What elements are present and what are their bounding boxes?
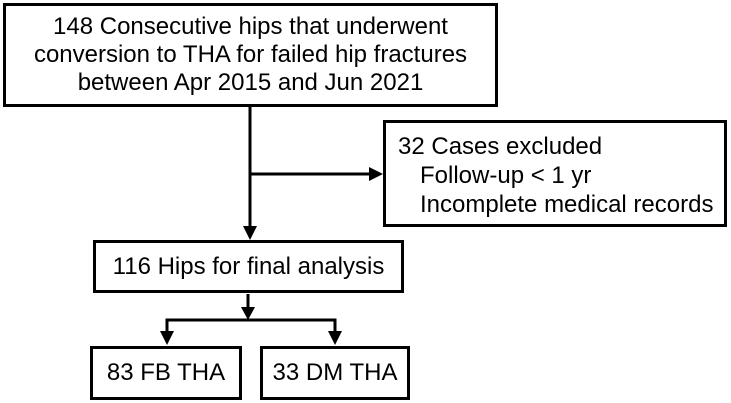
initial-cohort-line: 148 Consecutive hips that underwent [53,13,448,40]
initial-cohort-line: between Apr 2015 and Jun 2021 [77,69,424,96]
node-cases-excluded: 32 Cases excluded Follow-up < 1 yr Incom… [383,120,727,227]
arrow-final-to-split [241,294,255,320]
initial-cohort-line: conversion to THA for failed hip fractur… [33,41,468,68]
node-dm-tha: 33 DM THA [260,346,410,400]
dm-tha-label: 33 DM THA [272,359,398,386]
node-final-analysis: 116 Hips for final analysis [93,240,404,293]
excluded-reason: Incomplete medical records [420,191,714,218]
arrow-split-to-dm [328,318,342,345]
node-initial-cohort: 148 Consecutive hips that underwent conv… [3,3,498,107]
final-analysis-label: 116 Hips for final analysis [112,252,385,280]
arrow-split-to-fb [160,318,174,345]
excluded-title: 32 Cases excluded [398,133,603,160]
fb-tha-label: 83 FB THA [106,359,226,386]
arrow-initial-to-final [243,107,257,240]
arrow-branch-to-excluded [250,167,383,181]
node-fb-tha: 83 FB THA [90,346,242,400]
excluded-reason: Follow-up < 1 yr [420,162,592,189]
